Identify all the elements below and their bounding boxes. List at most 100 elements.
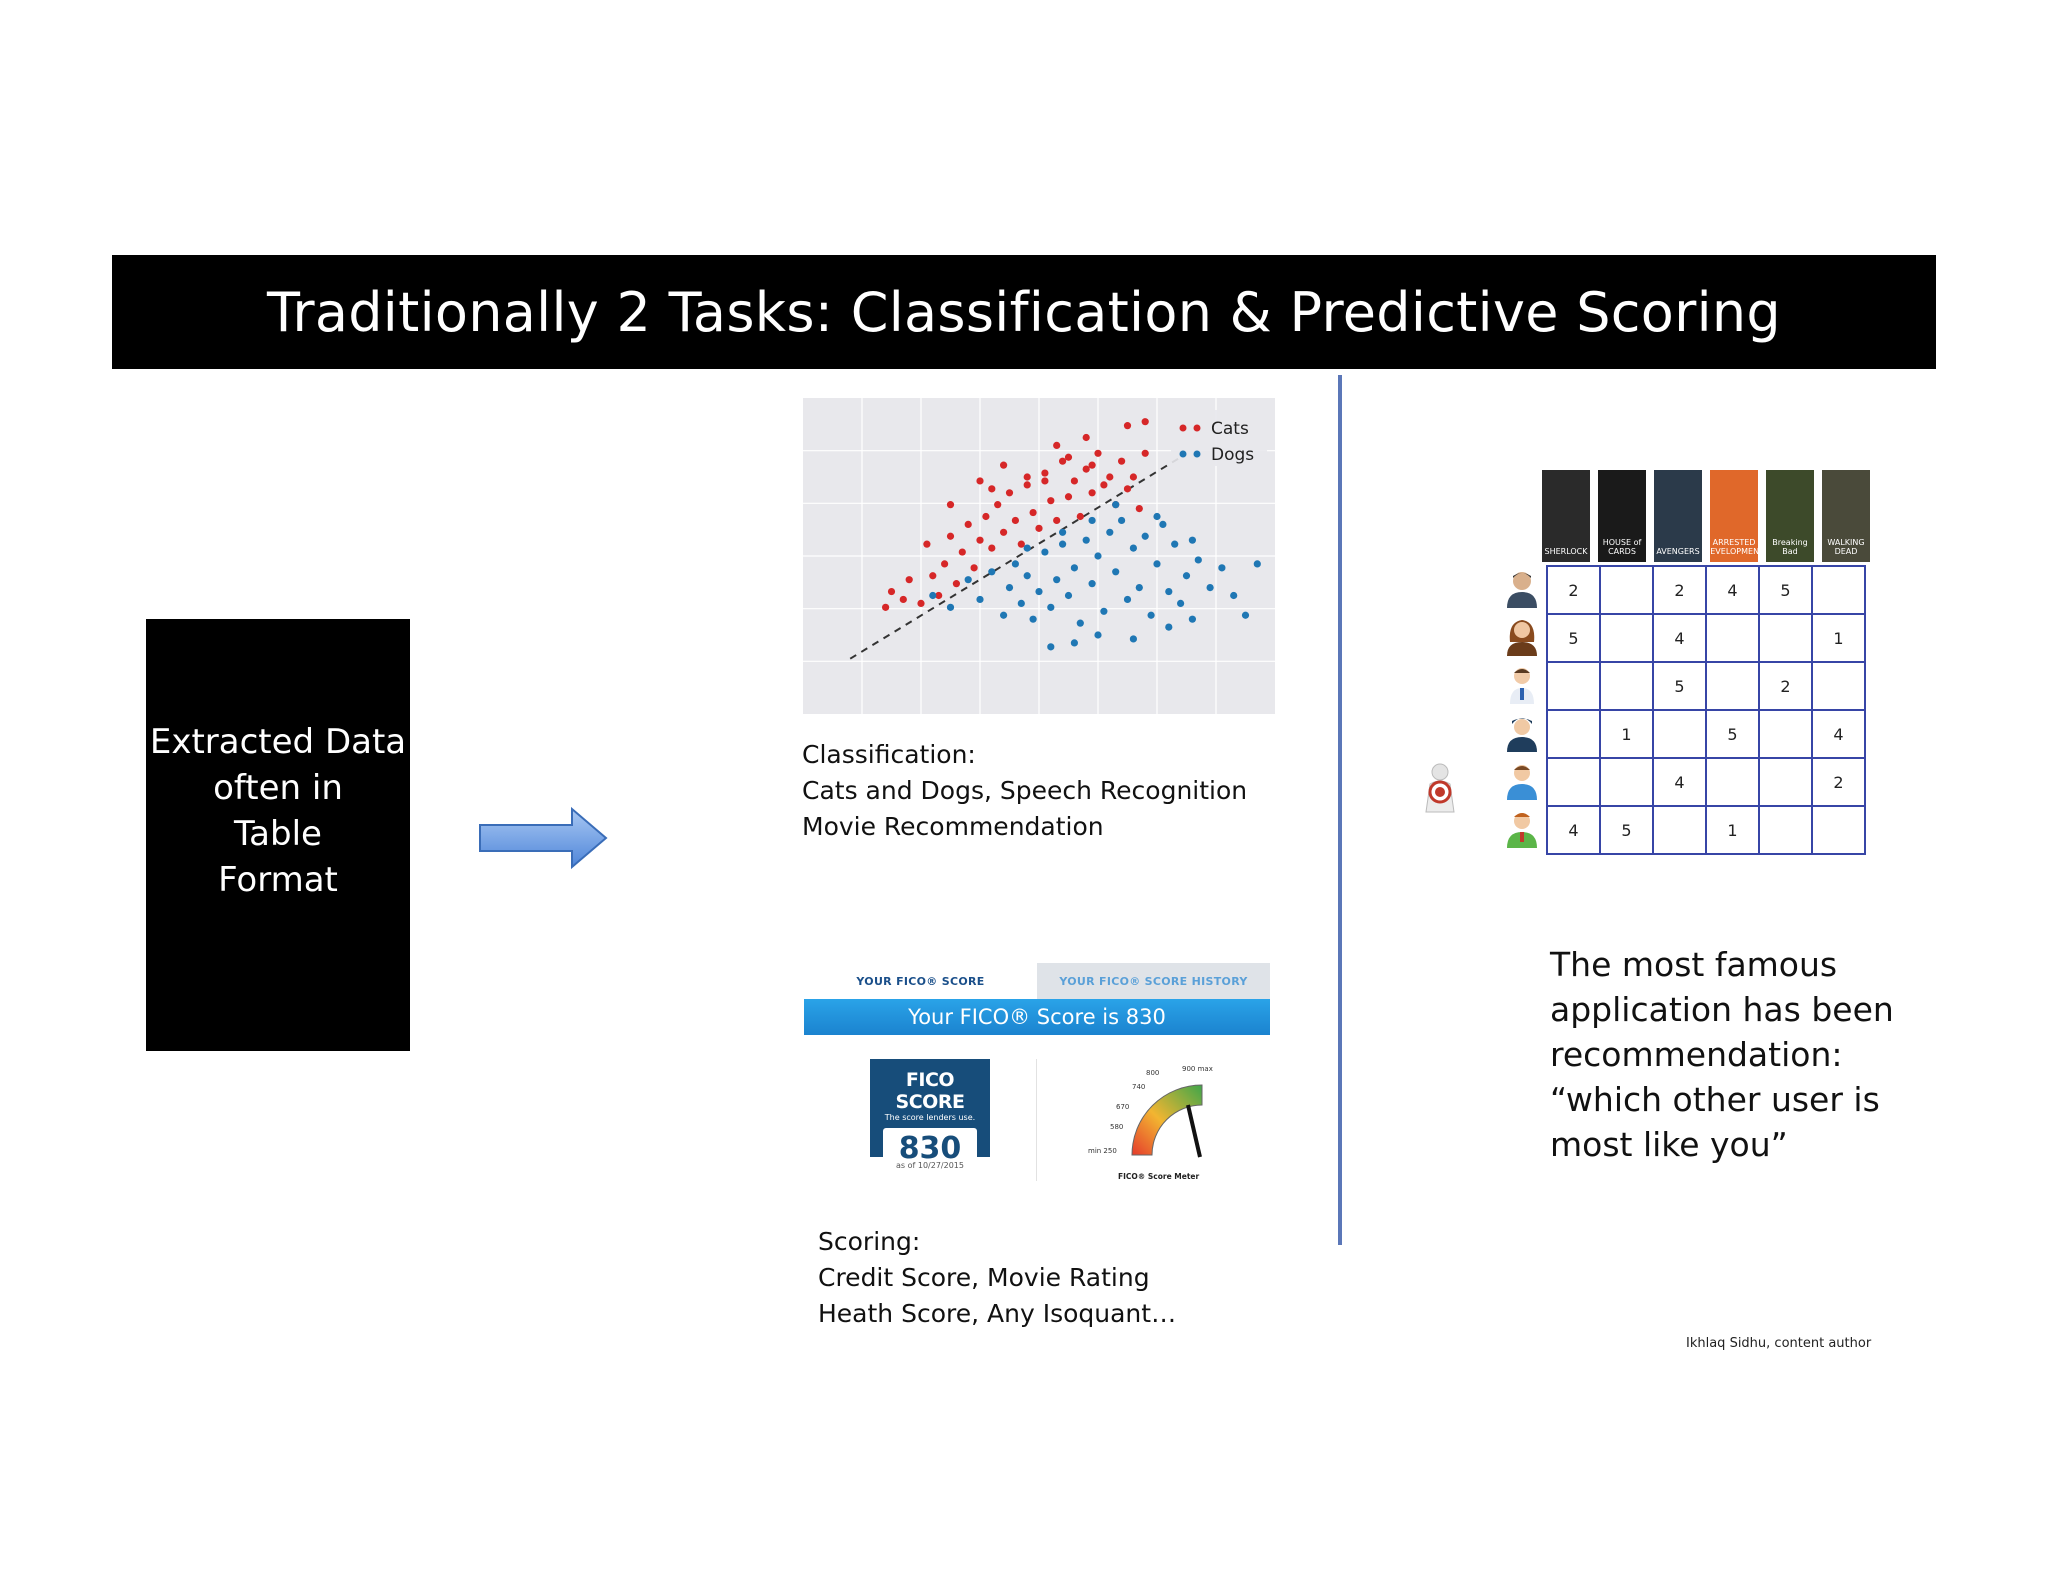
data-point-dogs — [1023, 544, 1031, 552]
data-point-dogs — [1218, 564, 1226, 572]
data-point-dogs — [1165, 587, 1173, 596]
data-point-cats — [935, 591, 943, 600]
movie-poster: Breaking Bad — [1766, 470, 1814, 562]
caption-line: Scoring: — [818, 1227, 921, 1256]
rating-cell — [1705, 613, 1760, 663]
left-box-line: Extracted Data — [149, 722, 407, 762]
text-line: application has been — [1550, 990, 1894, 1029]
data-point-cats — [1023, 481, 1031, 489]
data-point-cats — [1053, 516, 1061, 525]
rating-cell — [1758, 757, 1813, 807]
data-point-dogs — [1165, 623, 1173, 631]
data-point-dogs — [1088, 580, 1096, 588]
data-point-dogs — [1206, 584, 1214, 592]
poster-title: SHERLOCK — [1544, 547, 1588, 556]
movie-poster: ARRESTED DEVELOPMENT — [1710, 470, 1758, 562]
data-point-cats — [1118, 457, 1126, 465]
vertical-divider — [1338, 375, 1342, 1245]
data-point-dogs — [1094, 552, 1102, 560]
gauge-tick: 740 — [1132, 1083, 1145, 1091]
data-point-dogs — [1100, 607, 1108, 615]
data-point-cats — [1017, 540, 1025, 548]
left-box-line: often in — [213, 768, 343, 808]
fico-banner: Your FICO® Score is 830 — [804, 999, 1270, 1035]
data-point-cats — [976, 477, 984, 485]
poster-title: AVENGERS — [1656, 547, 1700, 556]
rating-cell — [1652, 709, 1707, 759]
rating-cell: 5 — [1599, 805, 1654, 855]
data-point-dogs — [1135, 584, 1143, 592]
poster-title: ARRESTED DEVELOPMENT — [1710, 538, 1758, 556]
data-point-dogs — [988, 568, 996, 576]
gauge-tick: 670 — [1116, 1103, 1129, 1111]
rating-cell: 5 — [1758, 565, 1813, 615]
rating-cell: 5 — [1546, 613, 1601, 663]
data-point-dogs — [1106, 528, 1114, 536]
data-point-cats — [882, 603, 890, 611]
movie-poster: WALKING DEAD — [1822, 470, 1870, 562]
data-point-dogs — [1035, 587, 1043, 596]
rating-cell — [1705, 757, 1760, 807]
recommendation-text: The most famous application has been rec… — [1550, 942, 1894, 1167]
data-point-cats — [1053, 441, 1061, 449]
data-point-cats — [1023, 473, 1031, 481]
data-point-cats — [1000, 461, 1008, 469]
gauge-needle — [1186, 1104, 1202, 1158]
rating-cell — [1705, 661, 1760, 711]
caption-line: Credit Score, Movie Rating — [818, 1263, 1150, 1292]
gauge-tick: 800 — [1146, 1069, 1159, 1077]
user-avatar-icon — [1502, 616, 1542, 656]
rating-cell — [1599, 613, 1654, 663]
gauge-tick: min 250 — [1088, 1147, 1117, 1155]
data-point-cats — [1088, 461, 1096, 469]
data-point-dogs — [1005, 584, 1014, 592]
rating-cell: 4 — [1705, 565, 1760, 615]
rating-cell — [1546, 661, 1601, 711]
data-point-cats — [923, 540, 931, 548]
data-point-cats — [1141, 449, 1149, 457]
data-point-cats — [1100, 481, 1108, 489]
fico-as-of-date: as of 10/27/2015 — [896, 1161, 964, 1170]
data-point-dogs — [1094, 631, 1102, 639]
data-point-dogs — [1129, 635, 1137, 643]
fico-logo-brand: FICO SCORE — [895, 1069, 965, 1113]
data-point-dogs — [1153, 560, 1161, 568]
data-point-cats — [946, 501, 955, 509]
text-line: “which other user is — [1550, 1080, 1880, 1119]
data-point-cats — [941, 560, 949, 568]
data-point-dogs — [1182, 572, 1191, 580]
data-point-cats — [887, 587, 896, 596]
fico-score-value: 830 — [883, 1128, 977, 1170]
legend-marker — [1193, 450, 1201, 458]
rating-cell: 2 — [1811, 757, 1866, 807]
tab-fico-score-history[interactable]: YOUR FICO® SCORE HISTORY — [1037, 963, 1270, 999]
data-point-dogs — [1076, 619, 1084, 627]
data-point-cats — [1000, 528, 1008, 536]
data-point-cats — [1011, 516, 1019, 525]
tab-fico-score[interactable]: YOUR FICO® SCORE — [804, 963, 1037, 999]
data-point-dogs — [1241, 611, 1250, 619]
rating-cell — [1811, 565, 1866, 615]
data-point-dogs — [1112, 501, 1120, 509]
data-point-dogs — [1118, 516, 1126, 525]
data-point-dogs — [1017, 599, 1025, 607]
rating-cell: 4 — [1811, 709, 1866, 759]
text-line: most like you” — [1550, 1125, 1788, 1164]
data-point-dogs — [1177, 599, 1185, 607]
data-point-dogs — [1059, 528, 1067, 536]
data-point-cats — [964, 520, 972, 528]
rating-cell — [1599, 661, 1654, 711]
scoring-caption: Scoring: Credit Score, Movie Rating Heat… — [818, 1224, 1176, 1332]
data-point-dogs — [1171, 540, 1179, 548]
data-point-dogs — [1129, 544, 1137, 552]
fico-score-panel: YOUR FICO® SCORE YOUR FICO® SCORE HISTOR… — [804, 963, 1270, 1191]
legend-marker — [1179, 450, 1187, 458]
rating-cell — [1599, 565, 1654, 615]
rating-cell: 2 — [1652, 565, 1707, 615]
movie-poster: HOUSE of CARDS — [1598, 470, 1646, 562]
data-point-dogs — [1070, 564, 1078, 572]
